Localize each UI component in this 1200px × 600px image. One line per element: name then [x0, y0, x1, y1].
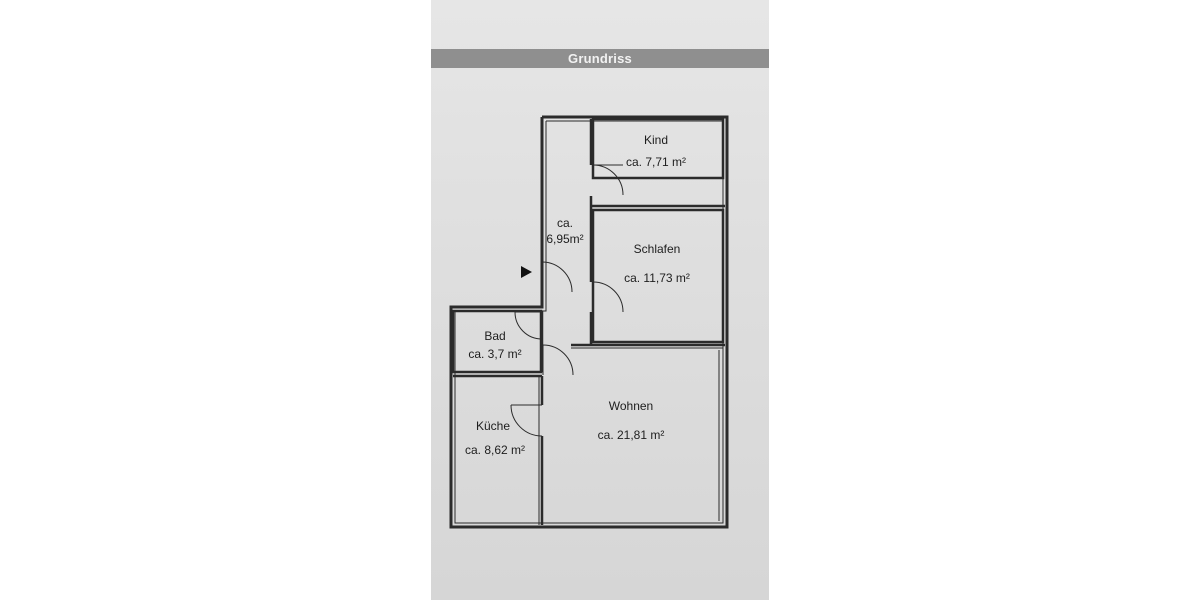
outer-wall-outline-inner — [454, 120, 724, 524]
room-kind-name: Kind — [644, 133, 668, 147]
entrance-arrow-icon — [521, 266, 532, 278]
wall-kind — [591, 117, 725, 180]
floor-plan-sheet: Grundriss — [431, 0, 769, 600]
section-header: Grundriss — [431, 49, 769, 68]
door-entrance-swing — [541, 261, 573, 293]
room-flur-area: 6,95m² — [546, 232, 583, 246]
room-schlafen-area: ca. 11,73 m² — [624, 271, 690, 285]
room-bad-name: Bad — [484, 329, 505, 343]
outer-wall-outline — [449, 115, 729, 529]
doors — [510, 164, 624, 437]
room-wohnen-area: ca. 21,81 m² — [598, 428, 665, 442]
door-bad-swing — [514, 311, 543, 340]
door-kind-swing — [592, 164, 624, 196]
floor-plan: Kind ca. 7,71 m² ca. 6,95m² Schlafen ca.… — [449, 115, 729, 529]
room-kind-area: ca. 7,71 m² — [626, 155, 686, 169]
room-wohnen-name: Wohnen — [609, 399, 653, 413]
door-schlafen-swing — [592, 281, 624, 313]
wall-schlafen — [591, 208, 725, 344]
door-kueche-swing — [510, 404, 543, 437]
room-flur-name: ca. — [557, 216, 573, 230]
interior-walls — [451, 117, 725, 525]
door-wohnen-swing — [542, 344, 574, 376]
room-kueche-name: Küche — [476, 419, 510, 433]
room-schlafen-name: Schlafen — [634, 242, 681, 256]
room-kueche-area: ca. 8,62 m² — [465, 443, 525, 457]
room-bad-area: ca. 3,7 m² — [468, 347, 521, 361]
